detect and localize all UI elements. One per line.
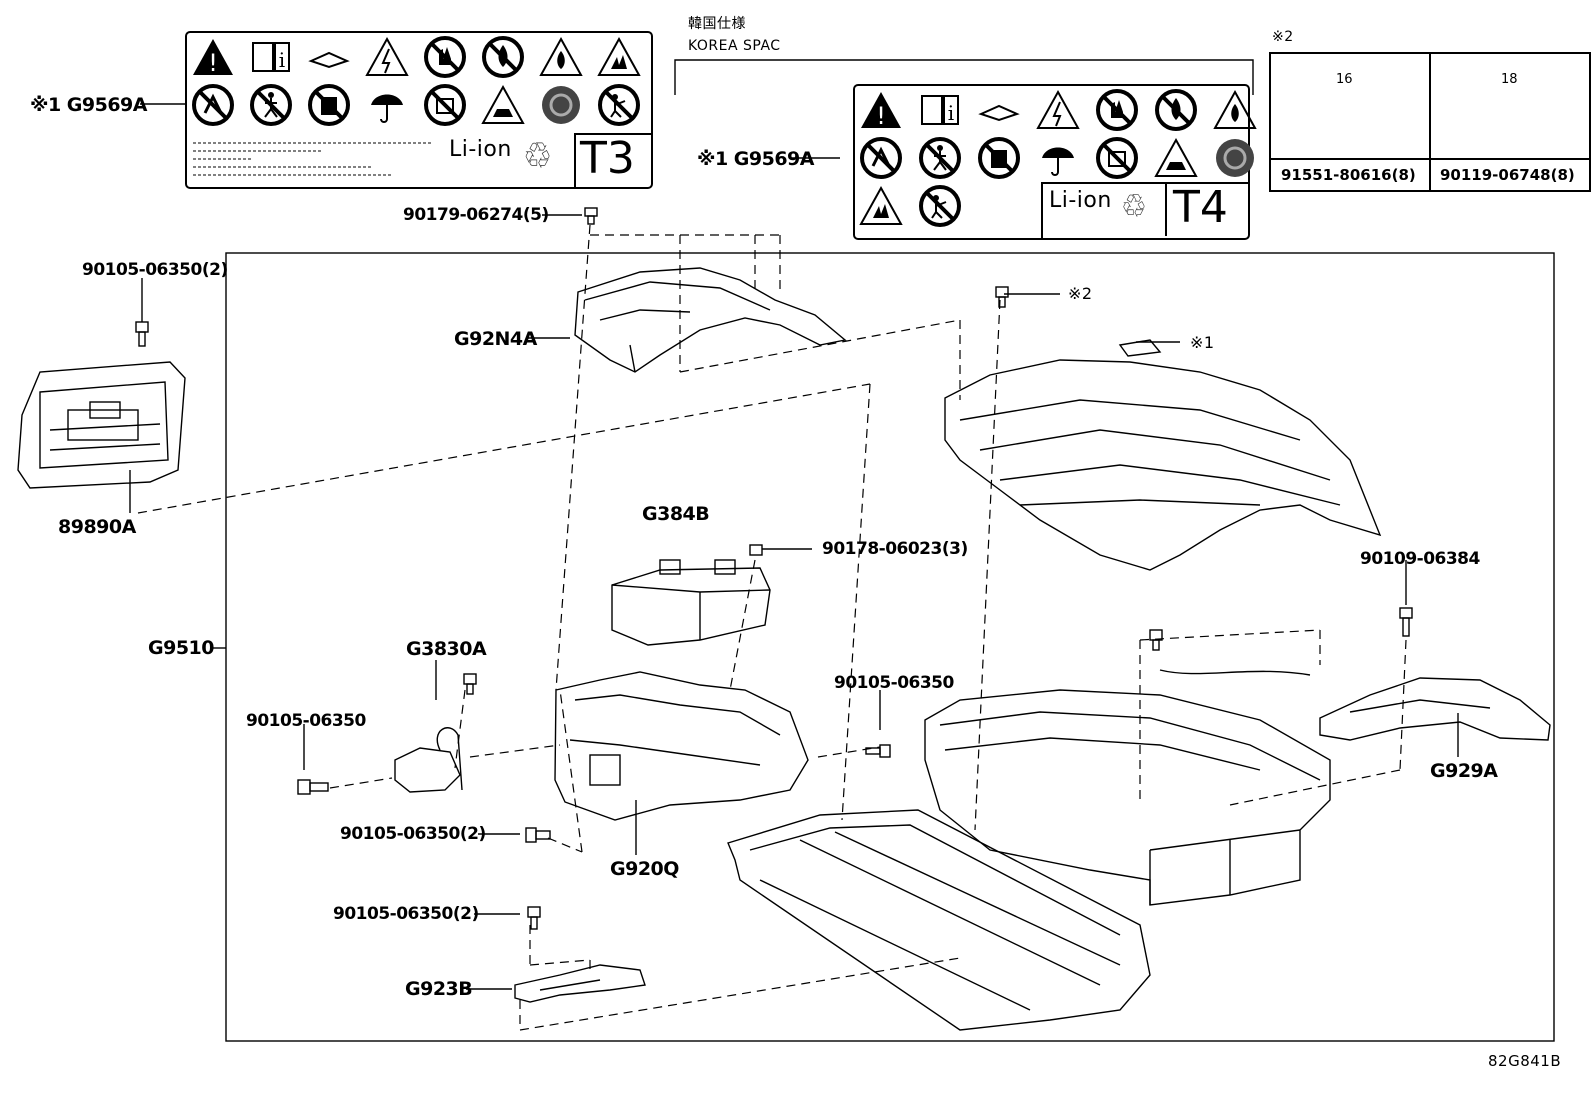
recycle-disc-icon: [537, 83, 585, 127]
no-disassemble-icon: [857, 136, 905, 180]
part-G3830A[interactable]: G3830A: [406, 638, 487, 660]
battery-cover: [944, 339, 1382, 571]
keep-dry-icon: [363, 83, 411, 127]
bolt-part-2[interactable]: 90119-06748(8): [1440, 166, 1575, 184]
no-children-icon: [595, 83, 643, 127]
warning-icons-row1: ! i: [189, 35, 649, 79]
battery-stack: [924, 669, 1331, 906]
part-G929A[interactable]: G929A: [1430, 760, 1498, 782]
korea-label-ref[interactable]: ※1 G9569A: [697, 148, 815, 170]
sensor-G3830A: [394, 727, 463, 793]
corrosive-icon: [1152, 136, 1200, 180]
no-fire-icon: [479, 35, 527, 79]
part-89890A[interactable]: 89890A: [58, 516, 136, 538]
recycle-disc-icon: [1211, 136, 1259, 180]
manual-book-icon: [975, 88, 1023, 132]
part-90105-06350-2c[interactable]: 90105-06350(2): [333, 904, 479, 924]
part-90109-06384[interactable]: 90109-06384: [1360, 549, 1480, 569]
keep-dry-icon: [1034, 136, 1082, 180]
recycle-icon: ♲: [1121, 187, 1147, 225]
label-ref-G9569A[interactable]: ※1 G9569A: [30, 94, 148, 116]
part-90178-06023[interactable]: 90178-06023(3): [822, 539, 968, 559]
part-G92N4A[interactable]: G92N4A: [454, 328, 537, 350]
part-G9510[interactable]: G9510: [148, 637, 214, 659]
bolt-table-marker: ※2: [1272, 29, 1294, 45]
svg-text:!: !: [208, 49, 218, 77]
part-90179-06274[interactable]: 90179-06274(5): [403, 205, 549, 225]
korea-spec-title-en: KOREA SPAC: [688, 38, 781, 54]
code-box: T3: [574, 133, 651, 187]
code-text: T4: [1173, 182, 1228, 233]
bolt-dim-1: 16: [1336, 72, 1353, 87]
read-manual-icon: i: [247, 35, 295, 79]
svg-text:!: !: [876, 102, 886, 130]
battery-tray: [727, 809, 1151, 1031]
part-90105-06350-top[interactable]: 90105-06350(2): [82, 260, 228, 280]
no-children-icon: [916, 184, 964, 228]
bolt-90179: [584, 207, 598, 225]
corrosive-icon: [479, 83, 527, 127]
korea-icons: ! i: [857, 88, 1266, 228]
no-step-icon: [916, 136, 964, 180]
flammable-icon: [537, 35, 585, 79]
warning-label-korea[interactable]: ! i Li-ion ♲ T4: [853, 84, 1257, 240]
no-immerse-icon: [975, 136, 1023, 180]
warning-text-lines: [193, 142, 431, 176]
bracket-G929A: [1319, 677, 1551, 741]
high-voltage-icon: [363, 35, 411, 79]
part-G920Q[interactable]: G920Q: [610, 858, 679, 880]
bolt-dim-2: 18: [1501, 72, 1518, 87]
no-immerse-icon: [305, 83, 353, 127]
duct-G92N4A: [574, 267, 847, 373]
korea-spec-title-jp: 韓国仕様: [688, 16, 746, 32]
warning-triangle-icon: !: [857, 88, 905, 132]
li-ion-text: Li-ion: [449, 137, 512, 162]
high-voltage-icon: [1034, 88, 1082, 132]
svg-text:i: i: [279, 48, 285, 72]
no-step-icon: [247, 83, 295, 127]
read-manual-icon: i: [916, 88, 964, 132]
no-fire-icon: [1152, 88, 1200, 132]
part-90105-06350-2b[interactable]: 90105-06350(2): [340, 824, 486, 844]
bolt-table: 16 18 91551-80616(8) 90119-06748(8): [1269, 52, 1591, 192]
bolt-part-1[interactable]: 91551-80616(8): [1281, 166, 1416, 184]
no-disassemble-icon: [189, 83, 237, 127]
recycle-icon: ♲: [523, 136, 553, 177]
no-short-icon: [421, 83, 469, 127]
no-touch-icon: [1093, 88, 1141, 132]
bracket-G920Q: [554, 671, 809, 821]
no-touch-icon: [421, 35, 469, 79]
bolt-table-divider-v: [1429, 54, 1431, 190]
part-G923B[interactable]: G923B: [405, 978, 473, 1000]
diagram-code: 82G841B: [1488, 1052, 1562, 1070]
manual-book-icon: [305, 35, 353, 79]
korea-code-box: T4: [1165, 184, 1248, 236]
explosion-icon: [595, 35, 643, 79]
code-text: T3: [580, 133, 635, 184]
part-90105-06350-left[interactable]: 90105-06350: [246, 711, 366, 731]
bracket-G923B: [514, 964, 646, 1003]
flammable-icon: [1211, 88, 1259, 132]
ref-2-marker: ※2: [1068, 284, 1093, 303]
part-G384B[interactable]: G384B: [642, 503, 710, 525]
ecu-G384B: [611, 559, 771, 646]
controller-89890A: [17, 361, 186, 489]
assembly-frame: [225, 252, 1555, 1042]
li-ion-text: Li-ion: [1049, 188, 1112, 213]
part-90105-06350-mid[interactable]: 90105-06350: [834, 673, 954, 693]
explosion-icon: [857, 184, 905, 228]
bolt-table-divider-h: [1271, 158, 1589, 160]
ref-1-marker: ※1: [1190, 333, 1215, 352]
no-short-icon: [1093, 136, 1141, 180]
warning-icons-row2: [189, 83, 649, 127]
svg-text:i: i: [948, 101, 954, 125]
warning-label-main[interactable]: ! i Li-ion ♲ T3: [185, 31, 653, 189]
korea-liion-box: Li-ion ♲ T4: [1041, 182, 1248, 238]
warning-triangle-icon: !: [189, 35, 237, 79]
